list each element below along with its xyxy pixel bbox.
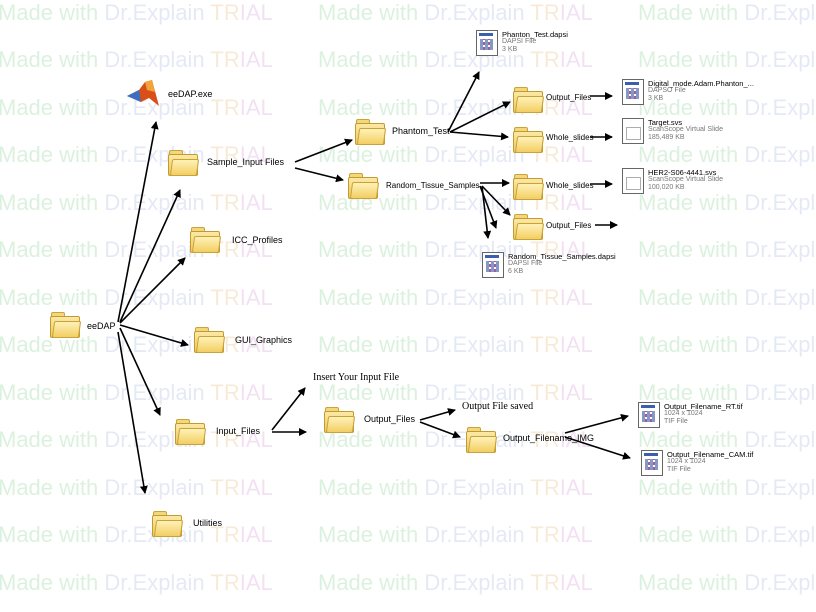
folder-icon: [50, 311, 82, 338]
file-type: DAPSO File: [648, 87, 686, 94]
folder-icon: [168, 149, 200, 176]
file-type: ScanScope Virtual Slide: [648, 126, 723, 133]
arrow-output-saved: [419, 408, 456, 421]
arrow-img-rt: [564, 413, 629, 434]
file-type: DAPSI File: [502, 38, 537, 45]
folder-eedap-label[interactable]: eeDAP: [87, 321, 116, 331]
folder-icon: [513, 126, 545, 153]
folder-pt-output-files-label[interactable]: Output_Files: [546, 93, 592, 102]
svs-file-icon: [622, 118, 644, 144]
arrow-img-cam: [564, 436, 631, 460]
folder-random-tissue-label[interactable]: Random_Tissue_Samples: [386, 181, 480, 190]
folder-icon: [355, 118, 387, 145]
folder-icon: [513, 86, 545, 113]
exe-label[interactable]: eeDAP.exe: [168, 89, 213, 99]
arrow-root-exe: [117, 121, 159, 323]
folder-rt-output-files-label[interactable]: Output_Files: [546, 221, 592, 230]
arrow-output-img: [419, 421, 461, 439]
folder-icon: [175, 418, 207, 445]
file-dims: 1024 x 1024: [664, 410, 703, 417]
arrow-sample-random: [294, 167, 344, 183]
arrow-root-sample: [119, 189, 181, 323]
arrow-random-output: [481, 185, 511, 216]
note-insert-input: Insert Your Input File: [313, 372, 400, 383]
folder-icon: [324, 406, 356, 433]
folder-icon: [194, 326, 226, 353]
folder-icon: [466, 426, 498, 453]
folder-icc-profiles-label[interactable]: ICC_Profiles: [232, 235, 283, 245]
file-size: 6 KB: [508, 268, 524, 275]
file-type: DAPSI File: [508, 260, 543, 267]
arrow-root-gui: [119, 324, 189, 347]
file-dims: 1024 x 1024: [667, 458, 706, 465]
folder-icon: [152, 510, 184, 537]
folder-utilities-label[interactable]: Utilities: [193, 518, 223, 528]
folder-gui-graphics-label[interactable]: GUI_Graphics: [235, 335, 293, 345]
arrow-random-down: [479, 185, 498, 229]
dapso-file-icon: [622, 79, 644, 105]
folder-rt-whole-slides-label[interactable]: Whole_slides: [546, 181, 594, 190]
folder-pt-whole-slides-label[interactable]: Whole_slides: [546, 133, 594, 142]
folder-output-files-label[interactable]: Output_Files: [364, 414, 416, 424]
arrow-phantom-whole: [449, 131, 509, 141]
arrow-root-icc: [119, 257, 186, 324]
file-name: Random_Tissue_Samples.dapsi: [508, 252, 616, 261]
file-name: Phanton_Test.dapsi: [502, 30, 568, 39]
folder-sample-input-label[interactable]: Sample_Input Files: [207, 157, 285, 167]
arrow-root-input: [119, 327, 161, 416]
file-name: Digital_mode.Adam.Phanton_...: [648, 79, 754, 88]
arrow-phantom-dapsi: [447, 71, 480, 133]
folder-icon: [190, 226, 222, 253]
arrow-input-insert: [271, 387, 306, 431]
arrow-phantom-output: [449, 101, 511, 133]
file-name: HER2-S06-4441.svs: [648, 168, 717, 177]
tif-file-icon: [638, 402, 660, 428]
svs-file-icon: [622, 168, 644, 194]
file-size: 3 KB: [648, 95, 664, 102]
matlab-exe-icon[interactable]: [125, 78, 161, 108]
dapsi-file-icon: [482, 252, 504, 278]
folder-phantom-test-label[interactable]: Phantom_Test: [392, 126, 450, 136]
file-name: Output_Filename_CAM.tif: [667, 450, 754, 459]
file-name: Output_Filename_RT.tif: [664, 402, 743, 411]
file-type: ScanScope Virtual Slide: [648, 176, 723, 183]
folder-icon: [513, 213, 545, 240]
folder-output-img-label[interactable]: Output_Filename_IMG: [503, 433, 595, 443]
file-size: 100,020 KB: [648, 184, 685, 191]
folder-icon: [513, 173, 545, 200]
folder-icon: [348, 172, 380, 199]
arrow-sample-phantom: [294, 138, 353, 163]
tif-file-icon: [641, 450, 663, 476]
file-name: Target.svs: [648, 118, 683, 127]
arrow-root-util: [117, 331, 148, 494]
file-size: 3 KB: [502, 46, 518, 53]
dapsi-file-icon: [476, 30, 498, 56]
file-type: TIF File: [667, 466, 691, 473]
file-size: 185,489 KB: [648, 134, 685, 141]
file-type: TIF File: [664, 418, 688, 425]
note-output-saved: Output File saved: [462, 401, 534, 412]
folder-input-files-label[interactable]: Input_Files: [216, 426, 261, 436]
